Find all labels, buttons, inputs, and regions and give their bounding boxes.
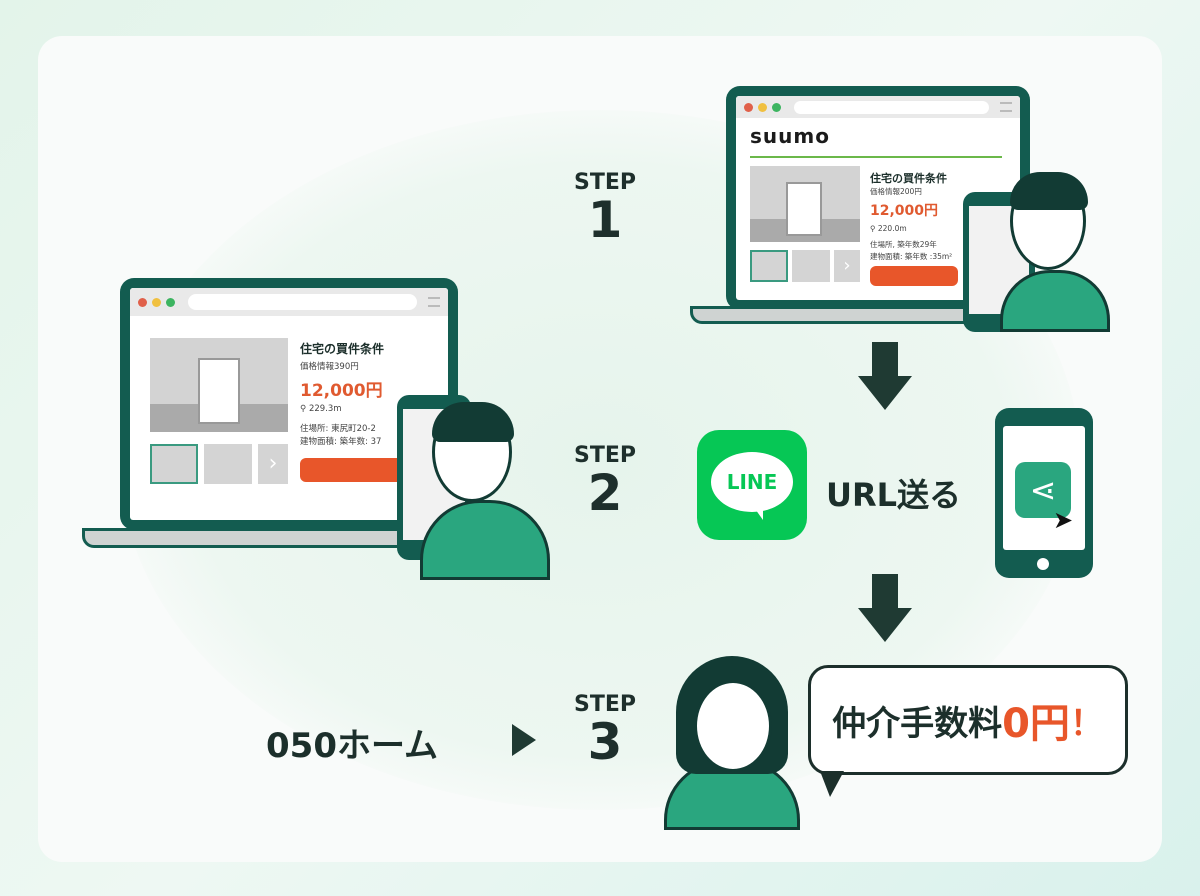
arrow-down-icon	[872, 574, 898, 610]
listing-detail: 建物面積: 築年数: 37	[300, 437, 382, 447]
person-left-head	[432, 402, 514, 502]
listing-detail: 住場所: 東尻町20-2	[300, 424, 376, 434]
url-bar[interactable]	[794, 100, 989, 114]
speech-text: 仲介手数料	[832, 703, 1003, 744]
listing-title: 住宅の買件条件	[870, 172, 947, 185]
step-label: STEP	[573, 170, 636, 195]
arrow-down-icon	[872, 342, 898, 378]
speech-highlight: 0円	[1002, 701, 1070, 747]
home-button[interactable]	[1037, 558, 1049, 570]
menu-icon[interactable]	[1000, 102, 1012, 112]
building-image	[750, 166, 860, 242]
listing-detail: 住場所, 築年数29年	[870, 240, 937, 249]
play-arrow-icon	[512, 724, 536, 756]
phone-share: ⋖ ➤	[995, 408, 1093, 578]
listing-detail: 建物面積: 築年数 :35m²	[870, 252, 953, 261]
location-icon: ⚲ 220.0m	[870, 224, 907, 233]
arrow-down-icon	[858, 608, 912, 642]
agent-head	[694, 680, 772, 772]
phone-right	[963, 192, 1035, 332]
listing-subtitle: 価格情報390円	[300, 362, 359, 372]
step-label: STEP	[573, 692, 636, 717]
share-icon[interactable]: ⋖	[1015, 462, 1071, 518]
browser-window: 住宅の買件条件 価格情報390円 12,000円 ⚲ 229.3m 住場所: 東…	[130, 288, 448, 520]
menu-icon[interactable]	[428, 297, 440, 307]
company-name: 050ホーム	[266, 726, 438, 766]
person-right	[1000, 270, 1110, 332]
next-arrow-icon[interactable]: ›	[834, 250, 860, 282]
building-icon	[198, 358, 240, 424]
step-number: 3	[587, 713, 623, 771]
thumbnail[interactable]	[750, 250, 788, 282]
distance: 220.0m	[877, 224, 907, 233]
arrow-down-icon	[858, 376, 912, 410]
listing-title: 住宅の買件条件	[300, 342, 385, 356]
header-divider	[750, 156, 1002, 158]
suumo-logo: suumo	[750, 124, 830, 148]
thumbnail[interactable]	[204, 444, 252, 484]
thumbnail[interactable]	[150, 444, 198, 484]
step-number: 1	[587, 191, 623, 249]
line-label: LINE	[726, 470, 778, 494]
next-arrow-icon[interactable]: ›	[258, 444, 288, 484]
building-image	[150, 338, 288, 432]
cursor-icon: ➤	[1053, 506, 1074, 534]
listing-price: 12,000円	[870, 203, 939, 219]
url-bar[interactable]	[188, 294, 417, 310]
step-label: STEP	[573, 443, 636, 468]
person-right-head	[1010, 172, 1088, 270]
distance: 229.3m	[308, 404, 342, 414]
speech-tail	[820, 771, 844, 797]
contact-button[interactable]	[870, 266, 958, 286]
thumbnail[interactable]	[792, 250, 830, 282]
location-icon: ⚲ 229.3m	[300, 404, 342, 414]
listing-price: 12,000円	[300, 381, 383, 401]
building-icon	[786, 182, 822, 236]
listing-subtitle: 価格情報200円	[870, 187, 922, 196]
speech-suffix: ！	[1069, 703, 1104, 744]
send-url-text: URL送る	[826, 476, 962, 514]
line-app-icon[interactable]: LINE	[697, 430, 807, 540]
step-number: 2	[587, 464, 623, 522]
